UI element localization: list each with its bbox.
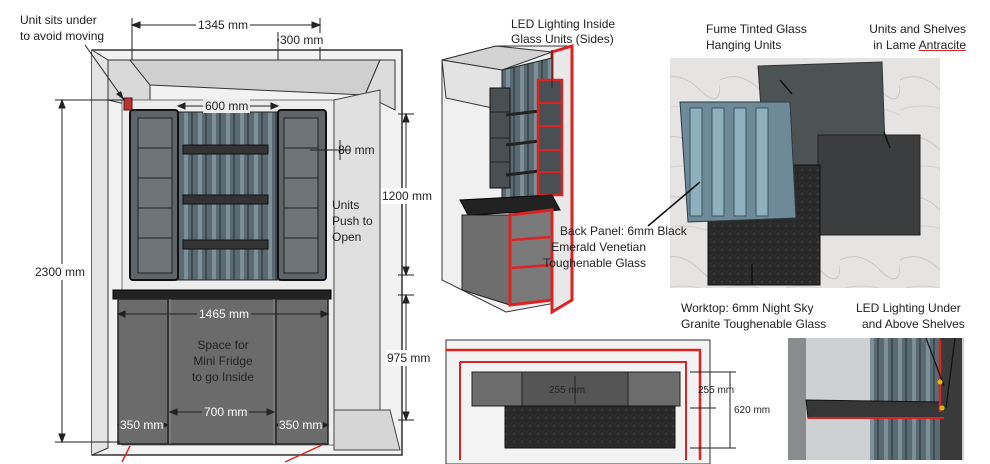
- back-panel-line3: Toughenable Glass: [543, 256, 646, 270]
- dim-80: 80 mm: [338, 143, 375, 157]
- dim-1345: 1345 mm: [196, 18, 251, 32]
- fridge-text-line2: Mini Fridge: [193, 354, 253, 368]
- back-panel-line2: Emerald Venetian: [551, 240, 646, 254]
- units-shelves-line2: in Lame Antracite: [826, 38, 966, 52]
- section-dim-620: 620 mm: [734, 405, 771, 416]
- units-shelves-antracite: Antracite: [918, 38, 966, 52]
- dim-1465: 1465 mm: [197, 307, 252, 321]
- fume-line1: Fume Tinted Glass: [706, 22, 807, 36]
- worktop-line1: Worktop: 6mm Night Sky: [681, 301, 814, 315]
- dim-350-left: 350 mm: [119, 418, 165, 432]
- section-detail-drawing: [445, 339, 736, 464]
- led-under-line2: and Above Shelves: [862, 317, 965, 331]
- led-under-line1: LED Lighting Under: [856, 301, 961, 315]
- section-dim-255-outer: 255 mm: [698, 385, 735, 396]
- material-samples-photo: [647, 58, 940, 288]
- units-push-line1: Units: [332, 198, 360, 212]
- dim-975: 975 mm: [386, 350, 432, 366]
- isometric-view-drawing: [441, 43, 574, 315]
- worktop-line2: Granite Toughenable Glass: [681, 317, 827, 331]
- section-dim-255-inner: 255 mm: [549, 385, 586, 396]
- fume-line2: Hanging Units: [706, 38, 782, 52]
- dim-300: 300 mm: [279, 33, 325, 47]
- led-sides-line1: LED Lighting Inside: [511, 17, 616, 31]
- dim-600: 600 mm: [203, 99, 251, 113]
- led-detail-photo: [788, 337, 964, 460]
- units-shelves-prefix: in Lame: [873, 38, 919, 52]
- units-push-line2: Push to: [332, 214, 373, 228]
- note-unit-sits-line2: to avoid moving: [20, 29, 105, 43]
- dim-2300: 2300 mm: [34, 264, 87, 280]
- note-unit-sits-line1: Unit sits under: [20, 13, 97, 27]
- fridge-text-line1: Space for: [197, 338, 249, 352]
- units-push-line3: Open: [332, 230, 362, 244]
- front-elevation-drawing: [55, 18, 414, 463]
- back-panel-line1: Back Panel: 6mm Black: [560, 224, 687, 238]
- led-sides-line2: Glass Units (Sides): [511, 32, 614, 46]
- dim-350-right: 350 mm: [278, 418, 324, 432]
- units-shelves-line1: Units and Shelves: [869, 22, 966, 36]
- dim-1200: 1200 mm: [381, 188, 434, 204]
- fridge-text-line3: to go Inside: [191, 370, 255, 384]
- dim-700: 700 mm: [202, 405, 250, 419]
